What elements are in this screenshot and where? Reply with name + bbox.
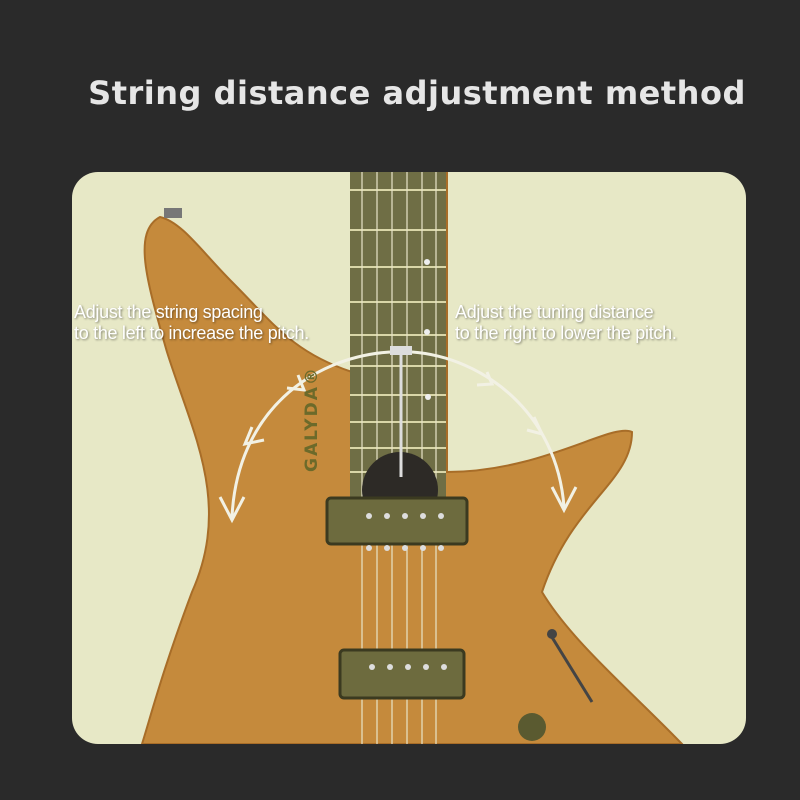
- page-title: String distance adjustment method: [88, 74, 746, 112]
- bridge-pickup: [338, 648, 466, 700]
- hex-key: [390, 346, 412, 355]
- guitar-illustration-panel: GALYDA® Adjust the string spacing to the…: [72, 172, 746, 744]
- left-instruction-line1: Adjust the string spacing: [74, 302, 263, 322]
- right-instruction-line2: to the right to lower the pitch.: [455, 323, 677, 343]
- left-instruction-line2: to the left to increase the pitch.: [74, 323, 309, 343]
- left-instruction: Adjust the string spacing to the left to…: [74, 302, 309, 344]
- brand-logo: GALYDA®: [302, 366, 322, 472]
- knob-top: [164, 208, 182, 218]
- right-arrow: [411, 350, 566, 508]
- left-arrow: [230, 350, 391, 518]
- control-knob: [518, 713, 546, 741]
- right-instruction-line1: Adjust the tuning distance: [455, 302, 654, 322]
- guitar-image: [140, 172, 684, 744]
- neck-pickup: [325, 496, 469, 546]
- right-instruction: Adjust the tuning distance to the right …: [455, 302, 677, 344]
